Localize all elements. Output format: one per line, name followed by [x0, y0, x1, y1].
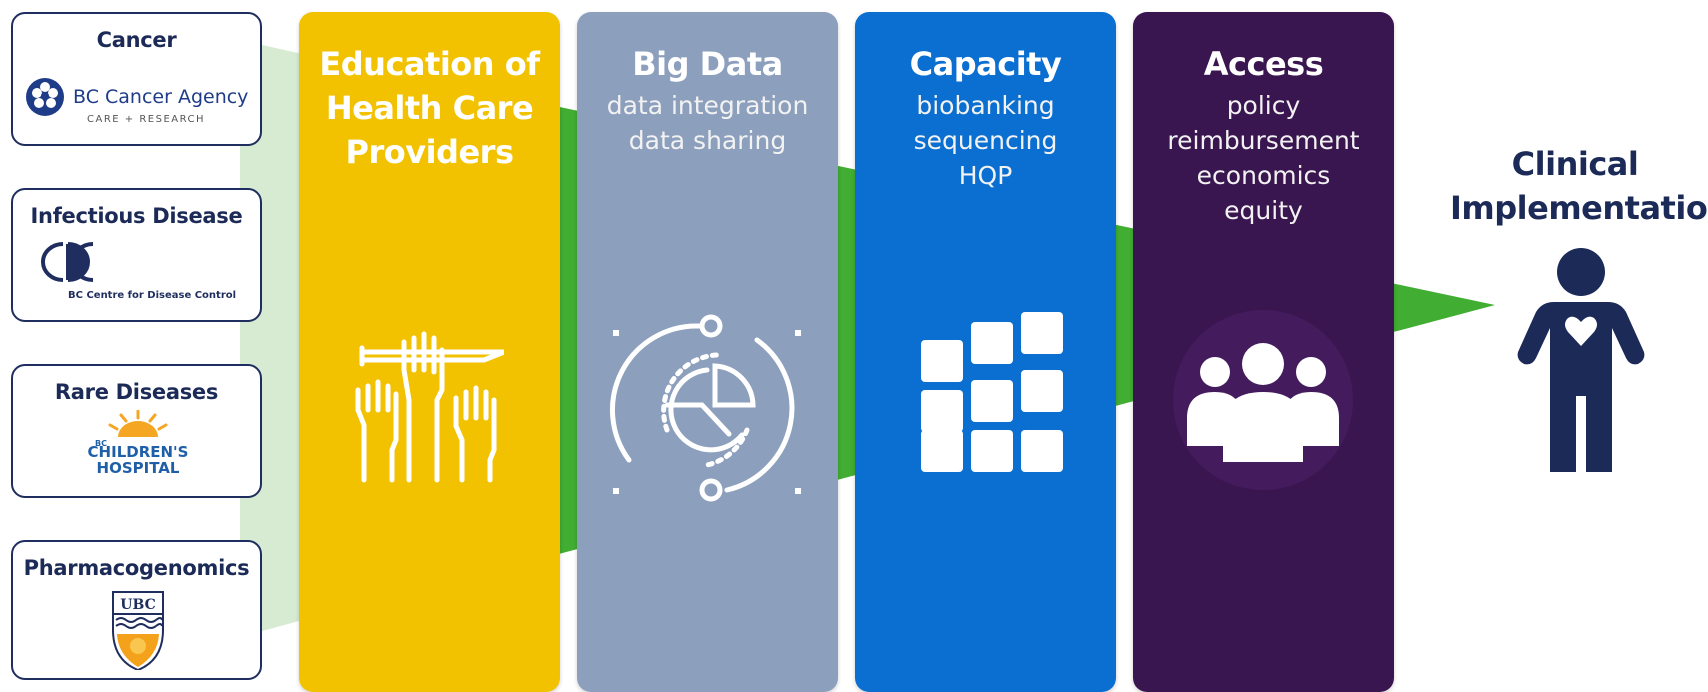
- pillar-line: data integration: [606, 91, 809, 120]
- pillar-title-line: Access: [1203, 45, 1324, 83]
- logo-text: UBC: [120, 597, 155, 613]
- pillar-title: Access: [1133, 42, 1394, 86]
- person-heart-icon: [1517, 248, 1645, 472]
- source-title: Pharmacogenomics: [23, 556, 250, 580]
- outcome-title-line: Clinical: [1511, 145, 1639, 183]
- people-group-icon: [1173, 310, 1353, 490]
- pillar-line: biobanking: [916, 91, 1055, 120]
- raised-hands-pencil-icon: [355, 331, 504, 483]
- pillar-title: Big Data: [577, 42, 838, 86]
- pillar-line: equity: [1224, 196, 1303, 225]
- pillar-line: reimbursement: [1167, 126, 1360, 155]
- pillar-capacity: Capacity biobanking sequencing HQP: [855, 12, 1116, 692]
- outcome-title: Clinical Implementation: [1450, 142, 1708, 230]
- source-pharmacogenomics: Pharmacogenomics UBC: [11, 540, 262, 680]
- pillar-title-line: Big Data: [632, 45, 783, 83]
- pillar-lines: data integration data sharing: [577, 88, 838, 158]
- pillar-education: Education of Health Care Providers: [299, 12, 560, 692]
- pillar-big-data: Big Data data integration data sharing: [577, 12, 838, 692]
- logo-text-bc: BC: [95, 439, 107, 448]
- bc-childrens-hospital-logo: BC CHILDREN'S HOSPITAL: [13, 409, 260, 484]
- pillar-line: data sharing: [628, 126, 787, 155]
- pillar-access: Access policy reimbursement economics eq…: [1133, 12, 1394, 692]
- pillar-line: sequencing: [913, 126, 1058, 155]
- pillar-line: HQP: [958, 161, 1013, 190]
- logo-text-hospital: HOSPITAL: [97, 459, 180, 477]
- source-title: Cancer: [96, 28, 177, 52]
- tile-grid-icon: [921, 312, 1063, 472]
- bc-cancer-agency-logo: BC Cancer Agency CARE + RESEARCH: [13, 72, 260, 136]
- logo-text-childrens: CHILDREN'S: [88, 443, 189, 461]
- ubc-crest-logo: UBC: [13, 590, 260, 674]
- pillar-title-line: Providers: [345, 133, 514, 171]
- pie-chart-cycle-icon: [609, 314, 801, 502]
- source-cancer: Cancer BC Cancer Agency CARE + RESEARCH: [11, 12, 262, 146]
- logo-text: BC Centre for Disease Control: [68, 290, 236, 301]
- bccdc-logo: BC Centre for Disease Control: [13, 238, 260, 312]
- outcome-title-line: Implementation: [1450, 189, 1708, 227]
- logo-subtext: CARE + RESEARCH: [87, 114, 205, 125]
- pillar-title: Capacity: [855, 42, 1116, 86]
- pillar-line: economics: [1196, 161, 1331, 190]
- source-infectious-disease: Infectious Disease BC Centre for Disease…: [11, 188, 262, 322]
- pillar-lines: biobanking sequencing HQP: [855, 88, 1116, 193]
- pillar-title-line: Education of: [319, 45, 540, 83]
- pillar-lines: policy reimbursement economics equity: [1133, 88, 1394, 228]
- source-rare-diseases: Rare Diseases BC CHILDREN'S HOSPITAL: [11, 364, 262, 498]
- pillar-title-line: Capacity: [909, 45, 1062, 83]
- pillar-line: policy: [1226, 91, 1301, 120]
- logo-text: BC Cancer Agency: [73, 86, 248, 108]
- pillar-title: Education of Health Care Providers: [299, 42, 560, 174]
- source-title: Infectious Disease: [30, 204, 243, 228]
- source-title: Rare Diseases: [54, 380, 219, 404]
- pillar-title-line: Health Care: [325, 89, 534, 127]
